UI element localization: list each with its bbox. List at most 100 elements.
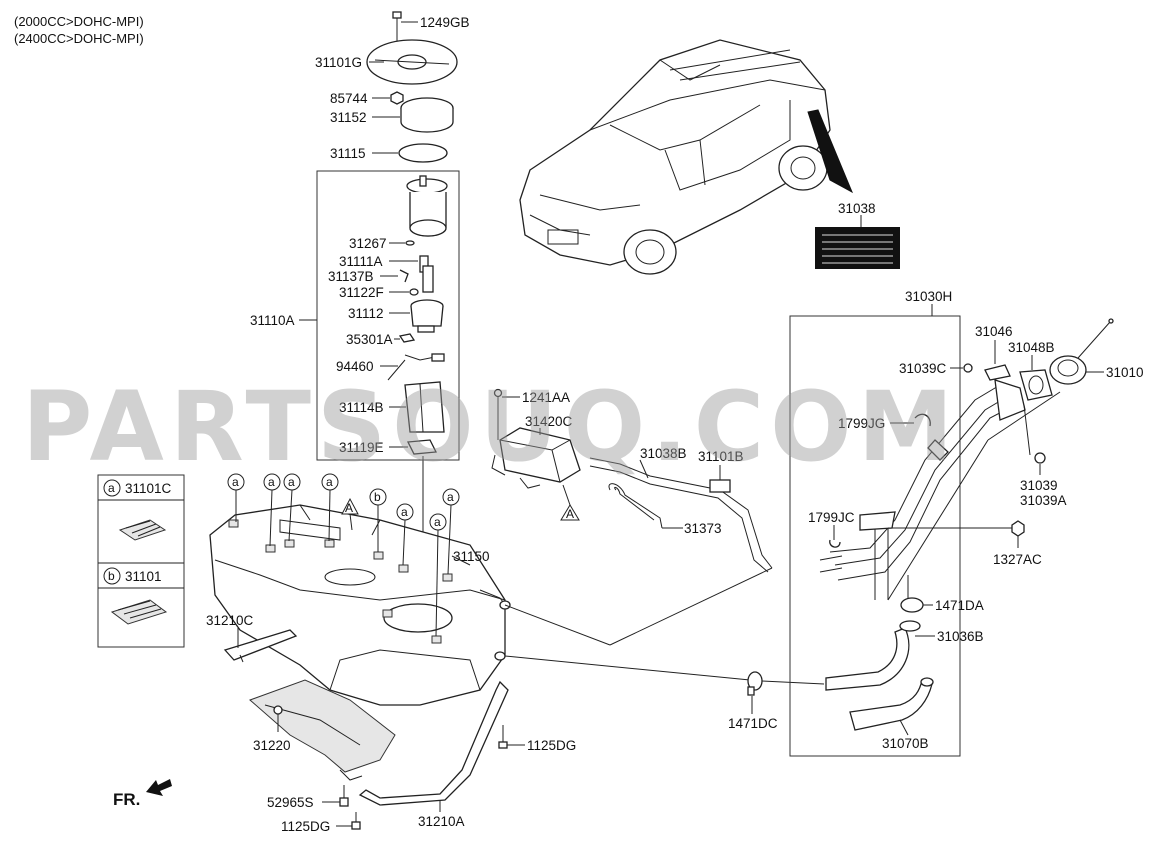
label-31114B[interactable]: 31114B (339, 400, 384, 415)
label-31048B[interactable]: 31048B (1008, 340, 1055, 355)
label-31010[interactable]: 31010 (1106, 365, 1144, 380)
label-1241AA[interactable]: 1241AA (522, 390, 570, 405)
sensor-35301A[interactable] (398, 333, 416, 343)
clamp-1471DC[interactable] (747, 671, 763, 696)
strap-31210A[interactable] (358, 680, 509, 806)
svg-text:a: a (447, 490, 454, 504)
bolt-52965S[interactable] (339, 785, 349, 807)
bracket-31114B[interactable] (404, 381, 445, 433)
label-31070B[interactable]: 31070B (882, 736, 929, 751)
nut-1327AC[interactable] (1011, 520, 1025, 537)
legend-b-part[interactable]: 31101 (125, 569, 162, 584)
clip-31119E[interactable] (406, 439, 438, 455)
fuel-label-31038[interactable] (815, 227, 900, 269)
label-31039C[interactable]: 31039C (899, 361, 947, 376)
nut-85744[interactable] (390, 91, 404, 105)
label-31039[interactable]: 31039 (1020, 478, 1058, 493)
bolt-1125DG-left[interactable] (351, 812, 361, 830)
label-31036B[interactable]: 31036B (937, 629, 984, 644)
label-31137B[interactable]: 31137B (328, 269, 374, 284)
clip-1799JG[interactable] (914, 413, 931, 427)
lock-ring-31152[interactable] (400, 97, 454, 133)
filter-31111A[interactable] (419, 255, 434, 293)
svg-text:b: b (374, 490, 381, 504)
ref-A-canister: A (560, 504, 580, 521)
fuel-tank-31150[interactable] (209, 504, 511, 706)
filler-neck-pipe[interactable] (819, 379, 1026, 600)
canister-31420C[interactable] (491, 427, 581, 489)
legend-a-part[interactable]: 31101C (125, 481, 172, 496)
bolt-1241AA[interactable] (493, 388, 503, 441)
tank-ref-markers: a a a a A b a a a (227, 473, 460, 637)
clip-31137B[interactable] (399, 269, 409, 283)
label-31122F[interactable]: 31122F (339, 285, 384, 300)
legend: a 31101C b 31101 (97, 474, 185, 648)
label-31046[interactable]: 31046 (975, 324, 1013, 339)
legend-b-circle (103, 567, 121, 585)
legend-a-circle (103, 479, 121, 497)
bracket-31046[interactable] (984, 364, 1011, 381)
strap-31210C[interactable] (223, 629, 298, 663)
label-31038[interactable]: 31038 (838, 201, 876, 216)
pump-body-31112[interactable] (410, 299, 444, 333)
label-1249GB[interactable]: 1249GB (420, 15, 470, 30)
label-31220[interactable]: 31220 (253, 738, 291, 753)
label-1125DG-right[interactable]: 1125DG (527, 738, 576, 753)
svg-text:a: a (288, 475, 295, 489)
bolt-31039[interactable] (1023, 404, 1046, 464)
label-31210A[interactable]: 31210A (418, 814, 465, 829)
label-31030H[interactable]: 31030H (905, 289, 952, 304)
plate-31101G[interactable] (366, 39, 458, 85)
label-31267[interactable]: 31267 (349, 236, 387, 251)
pump-flange[interactable] (406, 175, 448, 237)
label-1799JG[interactable]: 1799JG (838, 416, 885, 431)
label-52965S[interactable]: 52965S (267, 795, 314, 810)
filler-neck-box-31030H[interactable] (789, 315, 961, 757)
label-1799JC[interactable]: 1799JC (808, 510, 855, 525)
oring-31122F[interactable] (409, 288, 419, 296)
pad-31101C[interactable] (118, 519, 167, 541)
label-31101B[interactable]: 31101B (698, 449, 744, 464)
label-31038B[interactable]: 31038B (640, 446, 687, 461)
label-1125DG-left[interactable]: 1125DG (281, 819, 330, 834)
svg-text:a: a (401, 505, 408, 519)
label-31150[interactable]: 31150 (453, 549, 490, 564)
label-31119E[interactable]: 31119E (339, 440, 384, 455)
watermark: PARTSOUQ.COM (22, 371, 959, 483)
label-31101G[interactable]: 31101G (315, 55, 362, 70)
bolt-1125DG-right[interactable] (498, 725, 508, 749)
clip-1799JC[interactable] (829, 539, 841, 548)
seal-31267[interactable] (405, 240, 415, 246)
pad-31101[interactable] (110, 599, 168, 625)
label-94460[interactable]: 94460 (336, 359, 374, 374)
svg-text:a: a (326, 475, 333, 489)
label-31039A[interactable]: 31039A (1020, 493, 1067, 508)
label-1471DC[interactable]: 1471DC (728, 716, 778, 731)
label-31111A[interactable]: 31111A (339, 254, 383, 269)
hose-31373[interactable] (608, 483, 663, 529)
hose-31036B[interactable] (825, 620, 921, 691)
label-31420C[interactable]: 31420C (525, 414, 573, 429)
label-31373[interactable]: 31373 (684, 521, 722, 536)
legend-a-letter: a (108, 481, 115, 495)
gasket-31048B[interactable] (1019, 369, 1053, 401)
label-31115[interactable]: 31115 (330, 146, 366, 161)
label-31110A[interactable]: 31110A (250, 313, 295, 328)
label-1471DA[interactable]: 1471DA (935, 598, 984, 613)
pump-stack: 1249GB 31101G 85744 31152 31115 31110A (250, 11, 470, 600)
fuel-cap-31010[interactable] (1049, 318, 1114, 385)
label-31152[interactable]: 31152 (330, 110, 367, 125)
clamp-1471DA[interactable] (900, 575, 924, 613)
nut-31039C[interactable] (963, 363, 973, 373)
label-31210C[interactable]: 31210C (206, 613, 254, 628)
svg-text:a: a (268, 475, 275, 489)
svg-text:A: A (566, 507, 574, 521)
label-35301A[interactable]: 35301A (346, 332, 393, 347)
label-1327AC[interactable]: 1327AC (993, 552, 1042, 567)
label-85744[interactable]: 85744 (330, 91, 368, 106)
label-31112[interactable]: 31112 (348, 306, 384, 321)
gasket-31115[interactable] (398, 143, 448, 163)
pump-module-box-31110A[interactable] (316, 170, 460, 461)
hose-31070B[interactable] (849, 677, 934, 731)
